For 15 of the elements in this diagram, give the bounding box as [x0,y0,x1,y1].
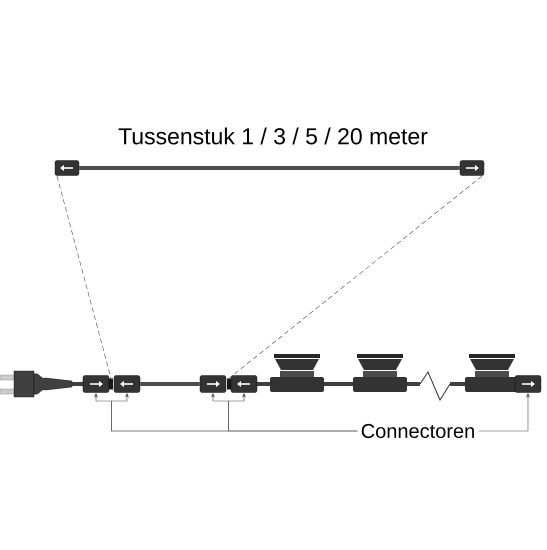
connector [200,375,226,393]
connector [230,375,258,393]
cable [140,382,200,386]
cable [79,166,460,170]
connector [82,375,110,393]
connector [460,160,484,176]
guide-line [228,176,482,379]
label: Connectoren [362,424,474,438]
connector [114,375,140,393]
connector [514,375,542,393]
guide-line [56,176,112,379]
title: Tussenstuk 1 / 3 / 5 / 20 meter [118,128,428,144]
coupling-ring [227,378,231,390]
connector [54,160,80,176]
coupling-ring [109,378,113,390]
